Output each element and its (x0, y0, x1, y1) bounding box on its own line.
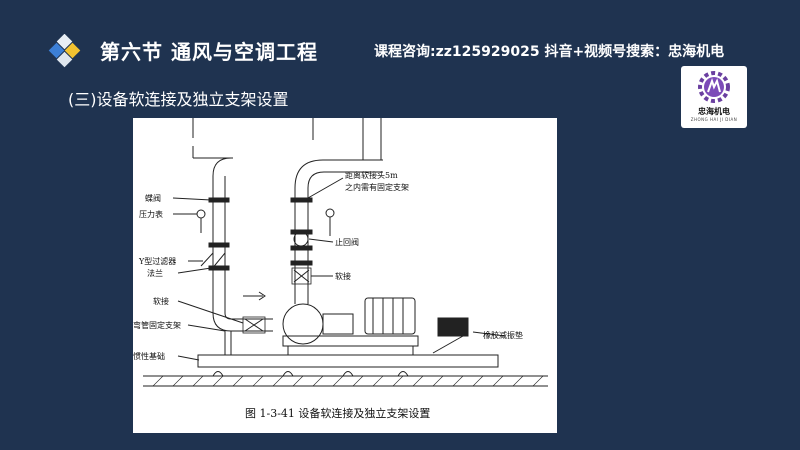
label-pressure-gauge: 压力表 (139, 209, 163, 219)
label-check-valve: 止回阀 (335, 237, 359, 247)
figure-caption: 图 1-3-41 设备软连接及独立支架设置 (245, 406, 430, 420)
label-soft-joint-right: 软接 (335, 271, 351, 281)
label-note-line2: 之内需有固定支架 (345, 182, 409, 192)
label-soft-joint-left: 软接 (153, 296, 169, 306)
label-rubber-pad: 橡胶减振垫 (483, 330, 523, 340)
contact-info: 课程咨询:zz125929025 抖音+视频号搜索：忠海机电 (374, 44, 725, 60)
pump-diagram: 蝶阀 压力表 Y型过滤器 法兰 软接 弯管固定支架 惯性基础 距离软接头5m 之… (133, 118, 548, 420)
label-flange: 法兰 (147, 268, 163, 278)
page-title: 第六节 通风与空调工程 (100, 40, 318, 64)
pump-installation-figure: 蝶阀 压力表 Y型过滤器 法兰 软接 弯管固定支架 惯性基础 距离软接头5m 之… (133, 118, 557, 433)
label-y-strainer: Y型过滤器 (138, 256, 176, 266)
label-note-line1: 距离软接头5m (345, 170, 398, 180)
label-butterfly-valve: 蝶阀 (145, 193, 161, 203)
label-inertia-base: 惯性基础 (133, 351, 165, 361)
label-elbow-support: 弯管固定支架 (133, 320, 181, 330)
header-logo-icon (48, 33, 84, 70)
gear-logo-icon (698, 71, 730, 103)
brand-pinyin: ZHONG HAI JI DIAN (690, 117, 738, 122)
section-subtitle: (三)设备软连接及独立支架设置 (68, 90, 289, 109)
brand-name: 忠海机电 (698, 107, 730, 116)
brand-badge: 忠海机电 ZHONG HAI JI DIAN (681, 66, 747, 128)
